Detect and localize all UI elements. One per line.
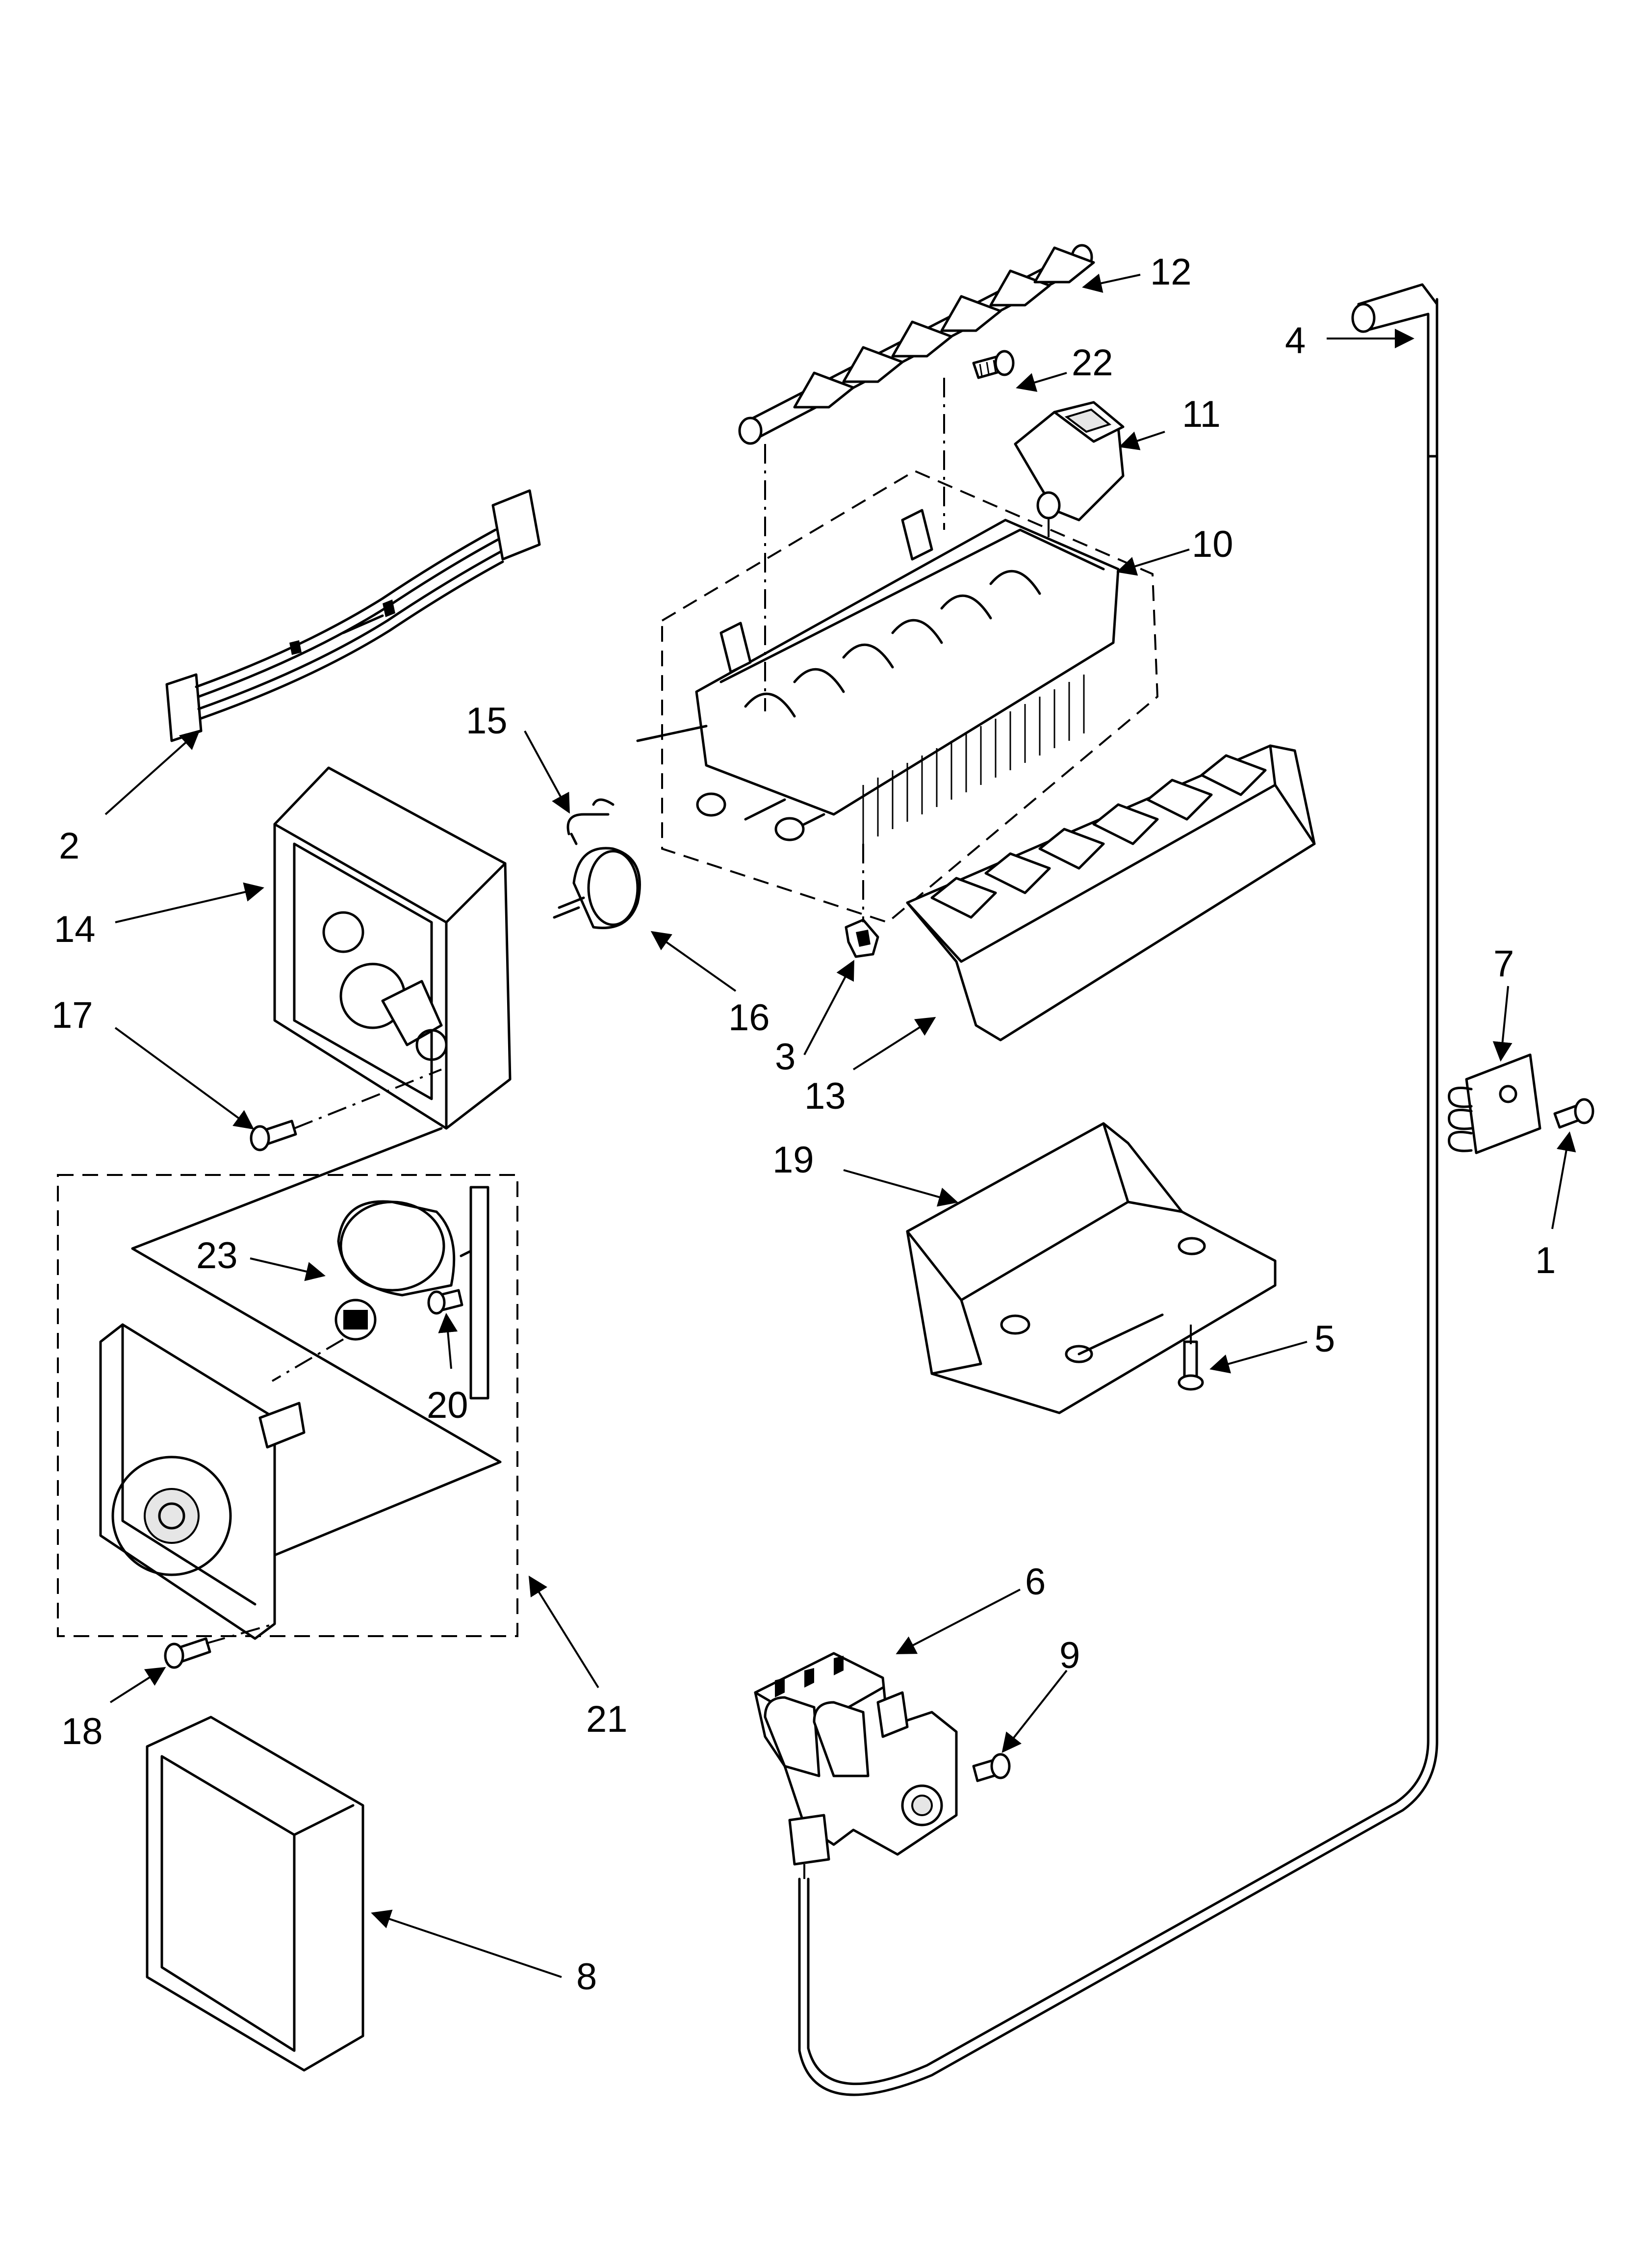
callout-8: 8 bbox=[576, 1956, 597, 1998]
callout-13: 13 bbox=[804, 1075, 846, 1117]
callout-10: 10 bbox=[1192, 523, 1233, 565]
part-6-water-valve bbox=[754, 1652, 958, 1866]
part-22-screw bbox=[972, 350, 1015, 379]
callout-3: 3 bbox=[775, 1036, 795, 1078]
callout-18: 18 bbox=[61, 1711, 103, 1752]
callout-22: 22 bbox=[1072, 342, 1113, 384]
callout-9: 9 bbox=[1059, 1635, 1080, 1676]
callout-16: 16 bbox=[728, 997, 770, 1039]
callout-15: 15 bbox=[466, 700, 508, 742]
part-17-screw bbox=[250, 1120, 297, 1151]
part-8-front-cover bbox=[146, 1716, 364, 2072]
part-12-ejector-shaft bbox=[738, 244, 1095, 445]
callout-7: 7 bbox=[1493, 943, 1514, 985]
part-20-screw bbox=[427, 1186, 489, 1400]
leader-arrows bbox=[104, 273, 1576, 1978]
callout-2: 2 bbox=[59, 825, 79, 867]
callout-20: 20 bbox=[427, 1384, 468, 1426]
part-16-thermostat bbox=[553, 847, 641, 929]
callout-21: 21 bbox=[586, 1698, 628, 1740]
part-21-module-assembly bbox=[57, 1127, 518, 1640]
part-10-ice-mold bbox=[636, 469, 1159, 924]
part-14-module-housing bbox=[273, 766, 512, 1130]
callout-23: 23 bbox=[196, 1235, 238, 1277]
part-1-screw bbox=[1553, 1098, 1594, 1129]
part-4-fill-tube bbox=[798, 283, 1438, 2096]
part-11-fill-cup bbox=[1014, 401, 1125, 521]
callout-11: 11 bbox=[1182, 393, 1221, 435]
callout-19: 19 bbox=[772, 1139, 814, 1181]
part-23-motor bbox=[334, 1200, 456, 1341]
callout-14: 14 bbox=[54, 909, 96, 950]
callout-17: 17 bbox=[51, 994, 93, 1036]
part-5-screw bbox=[1178, 1340, 1204, 1391]
callout-5: 5 bbox=[1314, 1318, 1335, 1360]
callout-1: 1 bbox=[1535, 1240, 1556, 1281]
assembly-centerlines bbox=[205, 378, 1192, 1879]
part-3-mounting-clip bbox=[845, 918, 879, 958]
part-9-screw bbox=[972, 1753, 1011, 1782]
part-2-wire-harness bbox=[165, 489, 541, 742]
part-19-ice-bin bbox=[906, 1122, 1277, 1414]
part-15-clip bbox=[566, 798, 615, 845]
part-13-ice-stripper bbox=[906, 744, 1316, 1042]
part-18-screw bbox=[164, 1637, 211, 1669]
callout-labels: 12 22 11 10 4 2 15 14 16 3 13 17 7 1 19 … bbox=[51, 251, 1556, 1998]
callout-4: 4 bbox=[1285, 320, 1306, 362]
part-7-tube-clamp bbox=[1448, 1053, 1541, 1154]
callout-12: 12 bbox=[1150, 251, 1192, 293]
callout-6: 6 bbox=[1025, 1561, 1046, 1603]
